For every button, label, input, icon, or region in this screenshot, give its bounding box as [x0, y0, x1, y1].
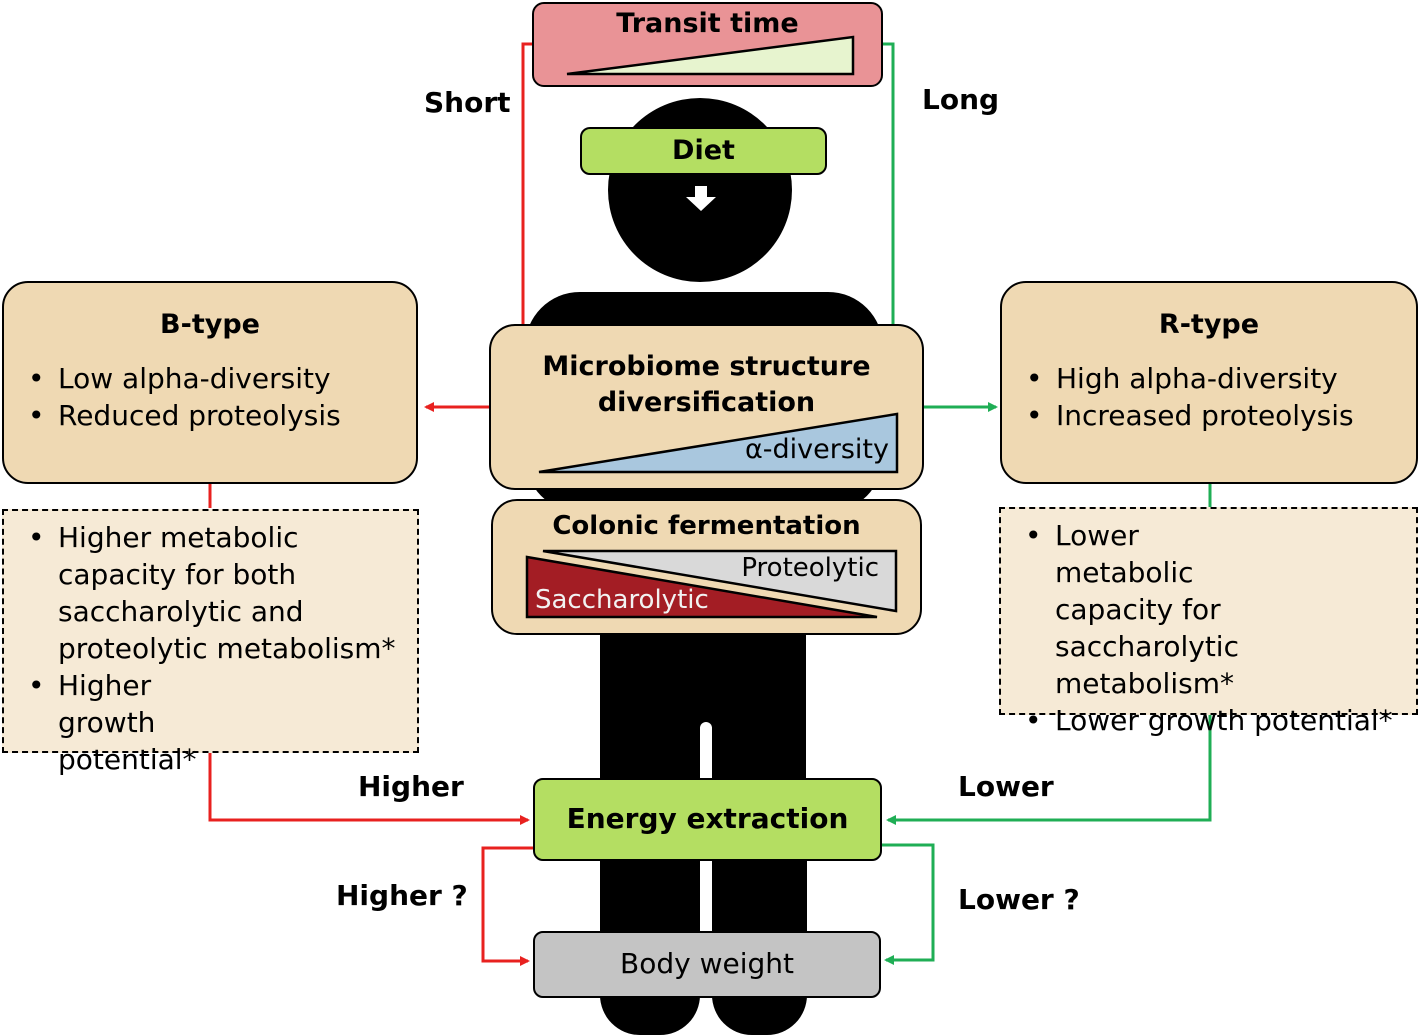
- body-weight-label: Body weight: [620, 947, 794, 980]
- saccharolytic-label: Saccharolytic: [535, 585, 709, 615]
- green-connectors: [880, 42, 1212, 965]
- proteolytic-wedge: [542, 549, 897, 612]
- list-item: Higher growth potential*: [22, 667, 402, 778]
- long-label: Long: [922, 83, 1000, 116]
- microbiome-title-line2: diversification: [597, 387, 816, 418]
- lower-weight-arrow: [880, 843, 935, 965]
- proteolytic-label: Proteolytic: [741, 553, 879, 583]
- transit-long-line: [882, 42, 895, 325]
- lower-energy-arrow: [886, 714, 1212, 825]
- alpha-diversity-label: α-diversity: [744, 434, 889, 465]
- list-item: Increased proteolysis: [1020, 397, 1416, 434]
- b-type-title: B-type: [160, 309, 260, 340]
- list-item: Lower growth potential*: [1019, 702, 1417, 739]
- body-weight-box: Body weight: [533, 931, 881, 998]
- lower-q-label: Lower ?: [958, 883, 1080, 916]
- list-item: Low alpha-diversity: [22, 360, 416, 397]
- r-type-details-list: Lower metabolic capacity for saccharolyt…: [1019, 517, 1417, 739]
- b-type-box: B-type Low alpha-diversity Reduced prote…: [2, 281, 418, 484]
- b-type-list: Low alpha-diversity Reduced proteolysis: [22, 360, 416, 434]
- transit-time-wedge: [566, 35, 854, 75]
- transit-time-box: Transit time: [532, 2, 883, 87]
- microbiome-title-line1: Microbiome structure: [542, 351, 871, 382]
- r-type-box: R-type High alpha-diversity Increased pr…: [1000, 281, 1418, 484]
- fermentation-wedges: [525, 549, 897, 618]
- energy-extraction-label: Energy extraction: [566, 802, 849, 835]
- b-type-details-box: Higher metabolic capacity for both sacch…: [2, 509, 419, 776]
- down-arrow-icon: [686, 186, 716, 211]
- red-connectors: [208, 42, 533, 966]
- colonic-fermentation-box: Colonic fermentation Proteolytic Sacchar…: [491, 499, 922, 635]
- diet-label: Diet: [672, 135, 735, 166]
- lower-label: Lower: [958, 770, 1054, 803]
- microbiome-title: Microbiome structure diversification: [491, 349, 922, 421]
- higher-label: Higher: [358, 770, 464, 803]
- diet-box: Diet: [580, 127, 827, 175]
- r-type-list: High alpha-diversity Increased proteolys…: [1020, 360, 1416, 434]
- b-type-details-list: Higher metabolic capacity for both sacch…: [22, 519, 402, 778]
- list-item: High alpha-diversity: [1020, 360, 1416, 397]
- saccharolytic-wedge: [525, 555, 877, 618]
- energy-extraction-box: Energy extraction: [533, 778, 882, 861]
- list-item: Reduced proteolysis: [22, 397, 416, 434]
- transit-time-label: Transit time: [616, 8, 799, 39]
- list-item: Lower metabolic capacity for saccharolyt…: [1019, 517, 1417, 702]
- r-type-title: R-type: [1158, 309, 1260, 340]
- higher-q-label: Higher ?: [336, 879, 468, 912]
- short-label: Short: [424, 86, 511, 119]
- alpha-diversity-wedge: [538, 412, 898, 473]
- microbiome-box: Microbiome structure diversification α-d…: [489, 324, 924, 490]
- r-type-details-box: Lower metabolic capacity for saccharolyt…: [999, 507, 1418, 739]
- list-item: Higher metabolic capacity for both sacch…: [22, 519, 402, 667]
- transit-short-line: [521, 42, 533, 325]
- colonic-fermentation-title: Colonic fermentation: [552, 511, 861, 541]
- higher-weight-arrow: [481, 846, 533, 966]
